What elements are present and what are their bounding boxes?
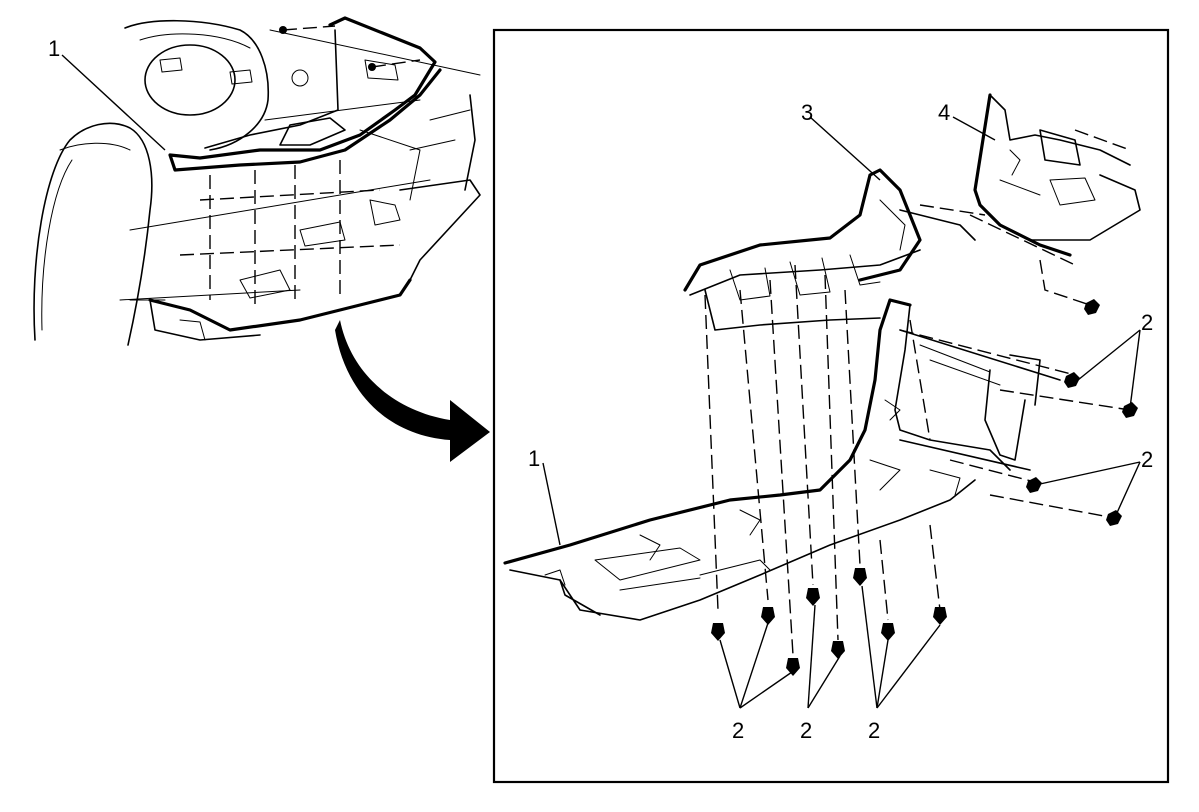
fastener-bottom-1 bbox=[711, 623, 725, 641]
fastener-right-upper-a bbox=[1064, 372, 1080, 388]
detail-callout-3: 3 bbox=[801, 100, 813, 125]
detail-callout-2-bottom-mid: 2 bbox=[800, 718, 812, 743]
fastener-bottom-4 bbox=[806, 588, 820, 606]
detail-illustration bbox=[503, 93, 1141, 656]
fastener-group bbox=[711, 299, 1138, 676]
detail-callout-2-right-lower: 2 bbox=[1141, 447, 1153, 472]
fastener-right-upper-b bbox=[1122, 402, 1138, 418]
fastener-bottom-5 bbox=[831, 641, 845, 659]
detail-callout-2-bottom-left: 2 bbox=[732, 718, 744, 743]
detail-callout-2-right-upper: 2 bbox=[1141, 310, 1153, 335]
fastener-top-right bbox=[1084, 299, 1100, 315]
overview-callout-1: 1 bbox=[48, 36, 60, 61]
fastener-bottom-7 bbox=[881, 623, 895, 641]
fastener-bottom-2 bbox=[761, 607, 775, 625]
overview-illustration bbox=[33, 16, 481, 346]
detail-frame bbox=[492, 28, 1170, 784]
leader-lines bbox=[542, 116, 1141, 709]
transition-arrow bbox=[335, 320, 490, 462]
detail-callout-4: 4 bbox=[938, 100, 950, 125]
fastener-bottom-8 bbox=[933, 607, 947, 625]
detail-callout-2-bottom-right: 2 bbox=[868, 718, 880, 743]
fastener-right-lower-a bbox=[1026, 477, 1042, 493]
detail-callout-1: 1 bbox=[528, 446, 540, 471]
fastener-bottom-3 bbox=[786, 658, 800, 676]
fastener-bottom-6 bbox=[853, 568, 867, 586]
fastener-right-lower-b bbox=[1106, 510, 1122, 526]
